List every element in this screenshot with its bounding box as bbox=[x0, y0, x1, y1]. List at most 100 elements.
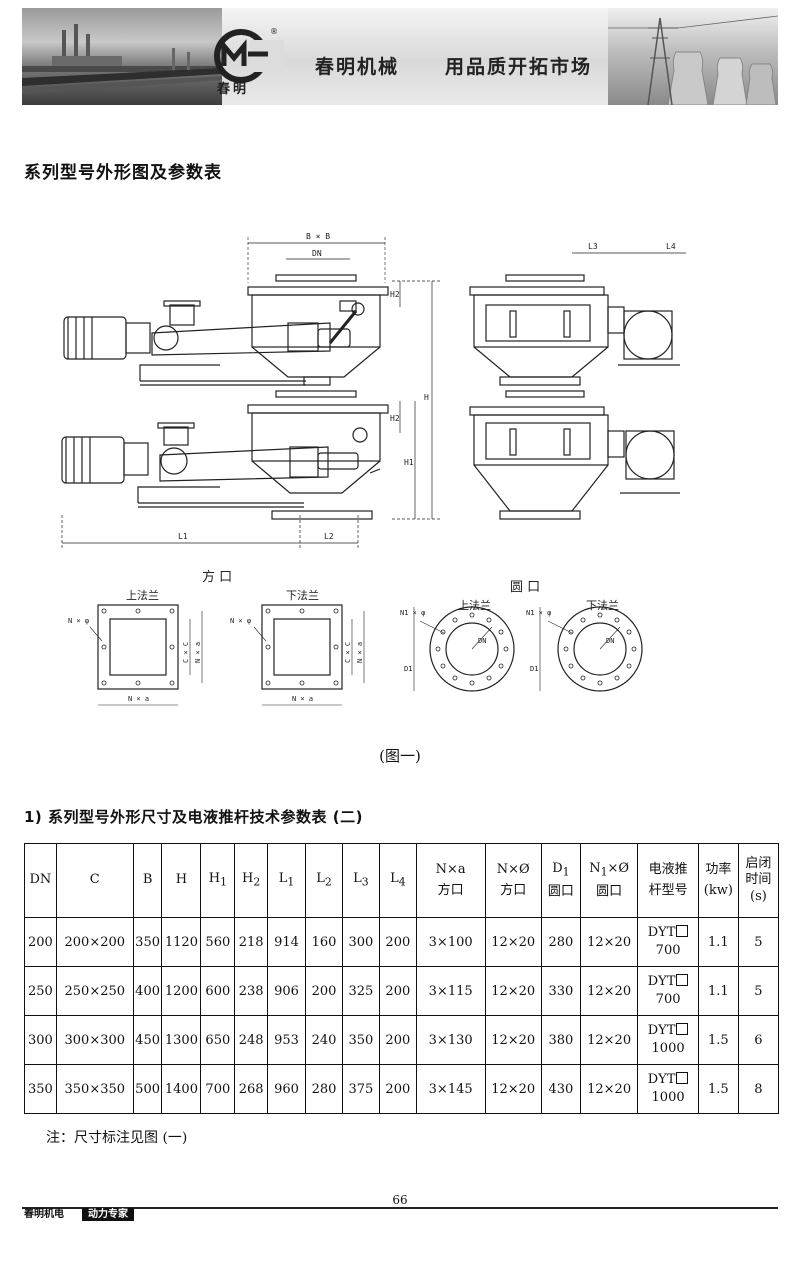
cell-l2: 160 bbox=[305, 917, 343, 967]
round-upper-d1-label: D1 bbox=[404, 665, 412, 673]
col-header-h2: H2 bbox=[234, 843, 269, 918]
square-symbol bbox=[676, 925, 689, 938]
factory-skyline-image bbox=[22, 24, 222, 94]
col-header-l1-base: L bbox=[278, 871, 288, 887]
square-flange-title: 方 口 bbox=[202, 569, 232, 585]
side-view-lower-valve bbox=[61, 390, 389, 520]
cell-l1: 906 bbox=[267, 966, 307, 1016]
round-upper-dn-label: DN bbox=[478, 637, 486, 645]
page-header: ® 春明 春明机械 用品质开拓市场 bbox=[22, 8, 778, 105]
header-industrial-photo-right bbox=[608, 8, 778, 105]
square-lower-nxa-side: N × a bbox=[356, 642, 364, 663]
dim-label-h: H bbox=[424, 393, 429, 402]
cell-model-size: 1000 bbox=[651, 1090, 685, 1105]
company-logo: ® bbox=[214, 27, 284, 83]
cell-b: 400 bbox=[132, 966, 163, 1016]
col-header-h1: H1 bbox=[200, 843, 236, 918]
cell-d1: 430 bbox=[540, 1064, 581, 1114]
col-header-h1-sub: 1 bbox=[220, 875, 227, 889]
round-lower-dn-label: DN bbox=[606, 637, 614, 645]
footer-rule bbox=[22, 1207, 778, 1209]
col-header-c: C bbox=[55, 843, 134, 918]
col-header-nxa-bottom: 方口 bbox=[437, 882, 464, 898]
slogan-tagline: 用品质开拓市场 bbox=[445, 56, 593, 78]
round-lower-n1-phi-label: N1 × φ bbox=[526, 609, 551, 617]
cell-nxo: 12×20 bbox=[484, 1064, 542, 1114]
cell-time: 5 bbox=[737, 917, 780, 967]
cell-l4: 200 bbox=[378, 1064, 417, 1114]
footer-brand: 春明机电 bbox=[24, 1209, 64, 1220]
round-lower-d1-label: D1 bbox=[530, 665, 538, 673]
cell-power: 1.5 bbox=[697, 1064, 739, 1114]
dim-label-l3: L3 bbox=[588, 242, 598, 251]
cell-model-prefix: DYT bbox=[647, 974, 676, 990]
table-title: 1) 系列型号外形尺寸及电液推杆技术参数表 (二) bbox=[24, 808, 363, 826]
square-lower-nxa-bottom: N × a bbox=[292, 695, 313, 703]
cell-b: 350 bbox=[132, 917, 163, 967]
cell-l3: 325 bbox=[341, 966, 380, 1016]
cell-l3: 375 bbox=[341, 1064, 380, 1114]
cooling-towers-image bbox=[608, 15, 778, 105]
dim-label-bxb: B × B bbox=[306, 232, 330, 241]
col-header-dn: DN bbox=[24, 843, 57, 918]
col-header-l1: L1 bbox=[267, 843, 307, 918]
cell-l1: 953 bbox=[267, 1015, 307, 1065]
side-view-dimensions bbox=[61, 280, 440, 549]
cell-h: 1120 bbox=[161, 917, 202, 967]
square-symbol bbox=[676, 974, 689, 987]
technical-drawing: B × B DN H2 H2 H1 H L1 L2 L3 L4 方 口 上法兰 … bbox=[61, 232, 686, 706]
col-header-time-mid: 时间 bbox=[745, 872, 772, 888]
dim-label-l2: L2 bbox=[324, 532, 334, 541]
dim-label-l1: L1 bbox=[178, 532, 188, 541]
cell-l3: 300 bbox=[341, 917, 380, 967]
cell-power: 1.1 bbox=[697, 917, 739, 967]
dim-label-h1: H1 bbox=[404, 458, 414, 467]
col-header-power-bottom: (kw) bbox=[703, 882, 733, 898]
col-header-h2-sub: 2 bbox=[253, 875, 261, 889]
square-upper-nxa-bottom: N × a bbox=[128, 695, 149, 703]
col-header-l3: L3 bbox=[341, 843, 380, 918]
col-header-l2: L2 bbox=[305, 843, 343, 918]
col-header-l2-base: L bbox=[316, 871, 325, 887]
table-row: 200 200×200 350 1120 560 218 914 160 300… bbox=[24, 917, 780, 967]
cell-l4: 200 bbox=[378, 966, 417, 1016]
round-flange-title: 圆 口 bbox=[510, 580, 540, 595]
cell-h2: 248 bbox=[234, 1015, 269, 1065]
cell-c: 250×250 bbox=[55, 966, 134, 1016]
col-header-n1xo-sub: 1 bbox=[600, 865, 608, 879]
cell-nxa: 3×145 bbox=[415, 1064, 486, 1114]
round-upper-n1-phi-label: N1 × φ bbox=[400, 609, 425, 617]
square-upper-flange-label: 上法兰 bbox=[126, 588, 159, 602]
svg-text:®: ® bbox=[270, 27, 278, 36]
round-flange-details: 圆 口 上法兰 下法兰 N1 × φ N1 × φ D1 bbox=[400, 580, 643, 692]
square-symbol bbox=[676, 1072, 689, 1085]
col-header-h1-base: H bbox=[208, 871, 221, 887]
page-number: 66 bbox=[392, 1193, 408, 1207]
cell-h2: 268 bbox=[234, 1064, 269, 1114]
cell-h2: 218 bbox=[234, 917, 269, 967]
col-header-h2-base: H bbox=[242, 871, 254, 887]
cell-n1xo: 12×20 bbox=[579, 1064, 639, 1114]
col-header-pusher-top: 电液推 bbox=[648, 862, 688, 878]
cell-d1: 380 bbox=[540, 1015, 581, 1065]
col-header-l2-sub: 2 bbox=[324, 875, 332, 889]
cell-n1xo: 12×20 bbox=[579, 1015, 639, 1065]
table-row: 300 300×300 450 1300 650 248 953 240 350… bbox=[24, 1015, 780, 1065]
cell-time: 6 bbox=[737, 1015, 780, 1065]
table-row: 350 350×350 500 1400 700 268 960 280 375… bbox=[24, 1064, 780, 1114]
cell-dn: 300 bbox=[24, 1015, 57, 1065]
cell-l2: 200 bbox=[305, 966, 343, 1016]
dim-label-h2-upper: H2 bbox=[390, 290, 400, 299]
cell-dn: 250 bbox=[24, 966, 57, 1016]
cell-b: 450 bbox=[132, 1015, 163, 1065]
cell-model-size: 1000 bbox=[651, 1041, 685, 1056]
figure-caption: (图一) bbox=[379, 747, 421, 765]
footer-tag: 动力专家 bbox=[82, 1208, 134, 1221]
